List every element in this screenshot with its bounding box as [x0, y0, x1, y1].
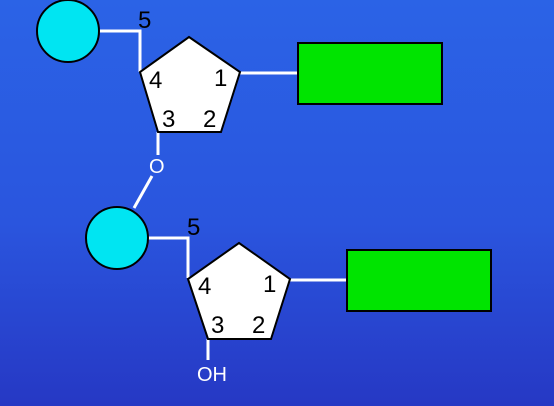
- nucleotide-1: 5 4 1 3 2: [36, 0, 443, 155]
- base-2: [346, 249, 492, 312]
- carbon-3-label-1: 3: [162, 106, 175, 133]
- carbon-4-label-2: 4: [198, 273, 211, 300]
- hydroxyl-label: OH: [197, 364, 227, 386]
- linkage-oxygen-label: O: [149, 156, 165, 178]
- carbon-4-label-1: 4: [149, 67, 162, 94]
- carbon-3-label-2: 3: [211, 312, 224, 339]
- carbon-5-label-2: 5: [187, 214, 200, 241]
- carbon-2-label-1: 2: [203, 106, 216, 133]
- carbon-1-label-1: 1: [214, 65, 227, 92]
- sugar-ring-1: [138, 35, 242, 133]
- carbon-5-label-1: 5: [138, 7, 151, 34]
- carbon-1-label-2: 1: [263, 271, 276, 298]
- phosphate-2-to-carbon-5-bond: [148, 236, 190, 278]
- oxygen-to-phosphate-2-bond: [132, 175, 154, 209]
- phosphate-2: [85, 206, 149, 270]
- phosphodiester-linkage: O: [132, 156, 165, 209]
- base-1: [297, 42, 443, 105]
- carbon-2-label-2: 2: [252, 312, 265, 339]
- sugar-ring-2: [186, 241, 292, 340]
- nucleotide-2: 5 4 1 3 2 OH: [85, 206, 492, 386]
- phosphate-1-to-carbon-5-bond: [99, 29, 142, 72]
- phosphate-1: [36, 0, 100, 63]
